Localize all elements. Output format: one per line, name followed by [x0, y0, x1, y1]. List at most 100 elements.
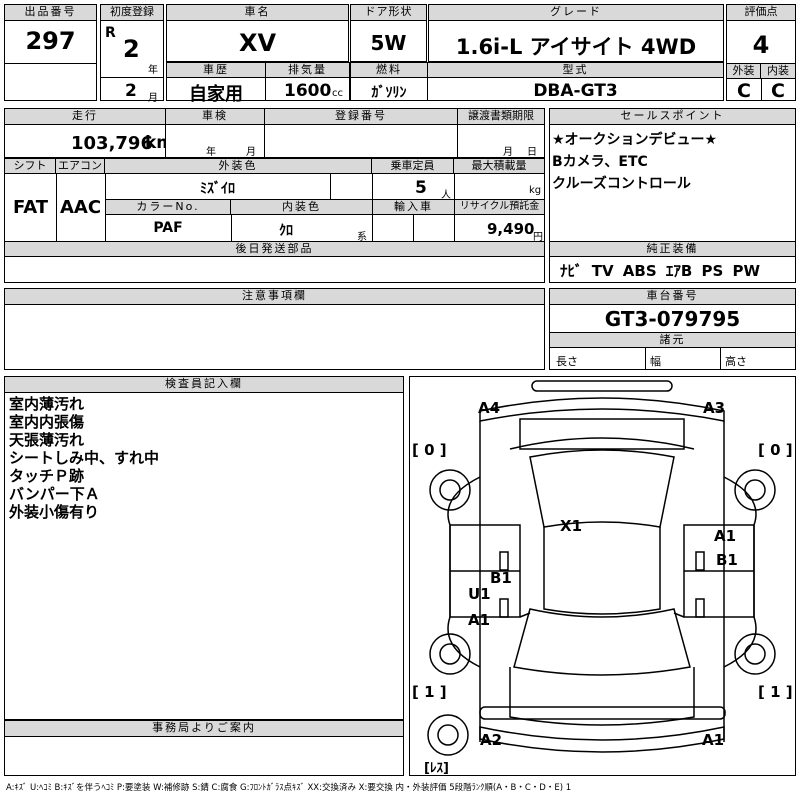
inspection-year-unit: 年 — [206, 147, 216, 158]
mileage-value: 103,796 — [71, 133, 153, 154]
door-box: ドア形状 5W — [350, 4, 427, 62]
specs-label: 諸元 — [550, 333, 795, 348]
later-parts-box: 後日発送部品 — [4, 241, 545, 283]
reg-no-label: 登録番号 — [265, 109, 457, 125]
damage-mark-x1: X1 — [560, 517, 583, 535]
shift-label: シフト — [5, 159, 56, 174]
spec-length: 長さ — [556, 355, 578, 368]
fuel-box: 燃料 ｶﾞｿﾘﾝ — [350, 62, 428, 101]
later-parts-label: 後日発送部品 — [5, 242, 544, 257]
office-box: 事務局よりご案内 — [4, 720, 404, 776]
int-grade-label: 内装 — [761, 64, 795, 79]
tire-tl-tread: [ 0 ] — [412, 441, 447, 459]
score-label: 評価点 — [727, 5, 795, 21]
damage-mark-a1-left: A1 — [468, 611, 491, 629]
damage-mark-a1-bottom: A1 — [702, 731, 725, 749]
color-no-value: PAF — [153, 220, 183, 236]
import-label: 輸入車 — [373, 200, 454, 215]
first-reg-month-unit: 月 — [148, 93, 158, 104]
model-box: 型式 DBA-GT3 — [427, 62, 724, 101]
specs-grid: シフト エアコン 外装色 乗車定員 最大積載量 FAT AAC ﾐｽﾞｲﾛ 5 … — [4, 158, 545, 243]
inspector-line: 室内薄汚れ — [9, 395, 85, 413]
chassis-label: 車台番号 — [550, 289, 795, 305]
door-value: 5W — [370, 31, 407, 55]
model-label: 型式 — [428, 63, 723, 78]
first-reg-month: 2 — [125, 81, 137, 101]
int-grade-value: C — [771, 80, 785, 102]
inspection-label: 車検 — [166, 109, 264, 125]
displacement-value: 1600 — [284, 81, 332, 101]
inspector-line: タッチＰ跡 — [9, 467, 85, 485]
tire-tr-tread: [ 0 ] — [758, 441, 793, 459]
capacity-unit: 人 — [441, 190, 451, 201]
sales-points-list: ★オークションデビュー★ Bカメラ、ETC クルーズコントロール — [552, 129, 717, 195]
int-color-value: ｸﾛ — [279, 223, 293, 239]
chassis-value: GT3-079795 — [604, 307, 741, 331]
aircon-value: AAC — [59, 197, 102, 218]
model-value: DBA-GT3 — [533, 81, 618, 101]
max-load-label: 最大積載量 — [454, 159, 544, 174]
inspector-label: 検査員記入欄 — [5, 377, 403, 393]
reg-no-box: 登録番号 — [264, 108, 458, 158]
inspector-line: 天張薄汚れ — [9, 431, 85, 449]
score-box: 評価点 4 外装 内装 C C — [726, 4, 796, 102]
car-outline-diagram — [427, 380, 776, 756]
lot-label: 出品番号 — [5, 5, 96, 21]
first-reg-box: 初度登録 R 2 年 2 月 — [100, 4, 164, 104]
score-value: 4 — [752, 31, 770, 59]
sales-points-box: セールスポイント ★オークションデビュー★ Bカメラ、ETC クルーズコントロー… — [549, 108, 796, 242]
car-name-label: 車名 — [167, 5, 348, 21]
tire-br-tread: [ 1 ] — [758, 683, 793, 701]
inspector-box: 検査員記入欄 室内薄汚れ 室内内張傷 天張薄汚れ シートしみ中、すれ中 タッチＰ… — [4, 376, 404, 720]
grade-label: グレード — [429, 5, 723, 21]
damage-mark-b1-right: B1 — [716, 551, 738, 569]
max-load-unit: kg — [529, 185, 542, 196]
car-name-value: XV — [238, 29, 277, 57]
recycle-label: リサイクル預託金 — [455, 200, 544, 215]
int-color-label: 内装色 — [231, 200, 372, 215]
first-reg-era: R — [105, 25, 116, 41]
capacity-label: 乗車定員 — [372, 159, 454, 174]
legend: A:ｷｽﾞ U:ﾍｺﾐ B:ｷｽﾞを伴うﾍｺﾐ P:要塗装 W:補修跡 S:錆 … — [6, 783, 572, 793]
int-color-unit: 系 — [357, 232, 367, 243]
recycle-unit: 円 — [533, 232, 543, 243]
capacity-value: 5 — [415, 178, 427, 198]
aircon-label: エアコン — [56, 159, 105, 174]
spec-height: 高さ — [725, 355, 747, 368]
door-label: ドア形状 — [351, 5, 426, 21]
displacement-box: 排気量 1600 cc — [265, 62, 350, 101]
damage-mark-b1-left: B1 — [490, 569, 512, 587]
recycle-value: 9,490 — [487, 220, 535, 238]
office-label: 事務局よりご案内 — [5, 721, 403, 737]
shift-value: FAT — [12, 197, 49, 218]
lot-box: 出品番号 297 — [4, 4, 97, 101]
tire-bl-tread: [ 1 ] — [412, 683, 447, 701]
inspector-line: 室内内張傷 — [9, 413, 85, 431]
ext-color-value: ﾐｽﾞｲﾛ — [200, 181, 235, 197]
damage-mark-u1: U1 — [468, 585, 491, 603]
equipment-box: 純正装備 ﾅﾋﾞ TV ABS ｴｱB PS PW — [549, 241, 796, 283]
fuel-label: 燃料 — [351, 63, 427, 78]
inspection-month-unit: 月 — [246, 147, 256, 158]
damage-mark-a1-right: A1 — [714, 527, 737, 545]
sales-point-line: クルーズコントロール — [552, 176, 691, 192]
displacement-unit: cc — [332, 88, 343, 99]
sales-points-label: セールスポイント — [550, 109, 795, 125]
mileage-label: 走行 — [5, 109, 165, 125]
sales-point-line: ★オークションデビュー★ — [552, 132, 718, 148]
car-name-box: 車名 XV — [166, 4, 349, 62]
inspector-line: シートしみ中、すれ中 — [9, 449, 160, 467]
ext-grade-label: 外装 — [727, 64, 761, 79]
equipment-label: 純正装備 — [550, 242, 795, 257]
first-reg-label: 初度登録 — [101, 5, 163, 21]
color-no-label: カラーNo. — [106, 200, 231, 215]
notes-label: 注意事項欄 — [5, 289, 544, 305]
lot-value: 297 — [25, 27, 76, 55]
history-label: 車歴 — [167, 63, 265, 78]
fuel-value: ｶﾞｿﾘﾝ — [371, 85, 407, 101]
ext-grade-value: C — [737, 80, 751, 102]
damage-mark-a4: A4 — [478, 399, 501, 417]
transfer-label: 譲渡書類期限 — [458, 109, 544, 125]
grade-box: グレード 1.6i-L アイサイト 4WD — [428, 4, 724, 62]
chassis-box: 車台番号 GT3-079795 諸元 長さ 幅 高さ — [549, 288, 796, 370]
